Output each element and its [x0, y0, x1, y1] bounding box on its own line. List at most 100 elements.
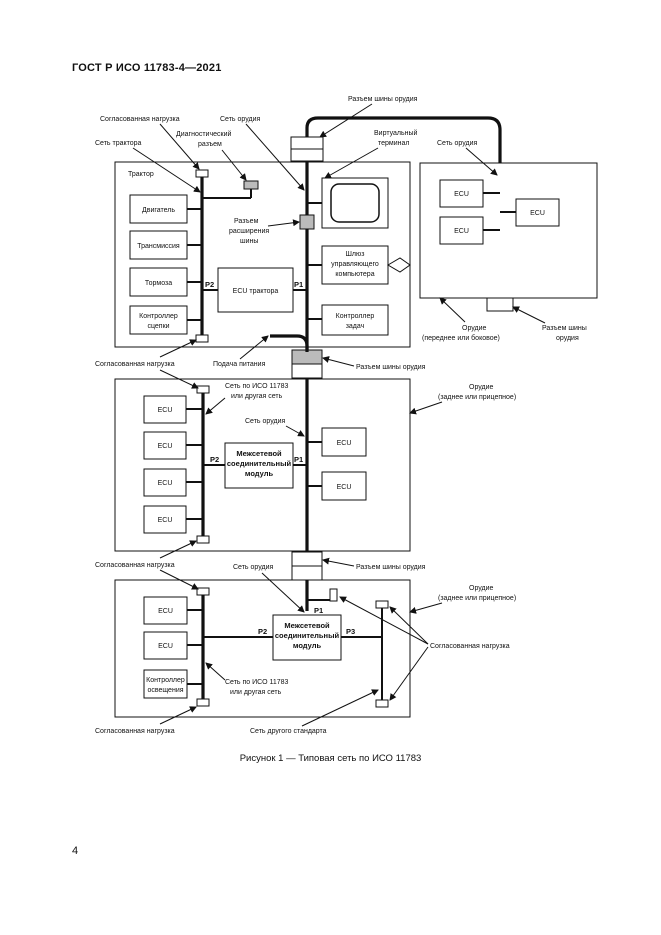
svg-text:Контроллер: Контроллер	[336, 313, 375, 320]
tractor-terminator-bottom	[195, 334, 209, 343]
svg-text:Межсетевой: Межсетевой	[236, 449, 282, 458]
svg-text:ECU: ECU	[158, 407, 173, 414]
label-middle-title-1: Орудие	[469, 384, 494, 391]
extension-bus-connector	[299, 214, 315, 230]
label-vt-1: Виртуальный	[374, 129, 418, 137]
virtual-terminal	[321, 177, 389, 229]
diagnostic-connector	[243, 180, 259, 190]
label-impl-network-top: Сеть орудия	[220, 116, 260, 123]
bottom-p1-label: P1	[314, 606, 323, 615]
middle-ecu-4: ECU	[143, 505, 187, 534]
middle-ecu-3: ECU	[143, 468, 187, 497]
svg-text:ECU: ECU	[530, 210, 545, 217]
label-bus-connector-top: Разъем шины орудия	[348, 96, 418, 103]
svg-text:ECU: ECU	[158, 443, 173, 450]
label-tractor-network: Сеть трактора	[95, 140, 142, 147]
label-front-implement-2: (переднее или боковое)	[422, 334, 500, 342]
svg-text:ECU: ECU	[158, 480, 173, 487]
label-matched-load-top: Согласованная нагрузка	[100, 116, 180, 123]
label-matched-load-3: Согласованная нагрузка	[95, 562, 175, 569]
gateway-computer: Шлюз управляющего компьютера	[321, 245, 389, 285]
middle-ecu-1: ECU	[143, 395, 187, 424]
tractor-hitch-controller: Контроллер сцепки	[129, 305, 188, 335]
svg-text:управляющего: управляющего	[331, 261, 379, 268]
label-other-standard: Сеть другого стандарта	[250, 728, 327, 735]
tractor-title: Трактор	[128, 171, 154, 178]
svg-text:сцепки: сцепки	[147, 323, 169, 330]
label-middle-iso-2: или другая сеть	[231, 393, 283, 400]
middle-p2-label: P2	[210, 455, 219, 464]
page-number: 4	[72, 845, 79, 857]
label-diagnostic-1: Диагностический	[176, 130, 231, 138]
task-controller: Контроллер задач	[321, 304, 389, 336]
bus-connector-tractor-rear	[291, 349, 323, 365]
label-bottom-title-1: Орудие	[469, 585, 494, 592]
svg-text:модуль: модуль	[293, 641, 322, 650]
svg-text:ECU: ECU	[454, 228, 469, 235]
bottom-terminator-p1	[329, 588, 338, 602]
bottom-p2-label: P2	[258, 627, 267, 636]
label-bottom-iso-1: Сеть по ИСО 11783	[225, 679, 289, 686]
front-implement-ecu-1: ECU	[439, 179, 484, 208]
bottom-ecu-2: ECU	[143, 631, 188, 660]
bottom-p3-label: P3	[346, 627, 355, 636]
svg-text:ECU трактора: ECU трактора	[233, 288, 279, 295]
middle-ecu-right-1: ECU	[321, 427, 367, 457]
label-bottom-iso-2: или другая сеть	[230, 689, 282, 696]
tractor-transmission-ecu: Трансмиссия	[129, 230, 188, 260]
svg-text:модуль: модуль	[245, 469, 274, 478]
label-power-supply: Подача питания	[213, 361, 266, 368]
label-matched-loads-right: Согласованная нагрузка	[430, 643, 510, 650]
tractor-ecu: ECU трактора	[217, 267, 294, 313]
label-matched-load-2: Согласованная нагрузка	[95, 361, 175, 368]
label-bus-connector-1: Разъем шины орудия	[356, 364, 426, 371]
middle-ecu-2: ECU	[143, 431, 187, 460]
figure-caption: Рисунок 1 — Типовая сеть по ИСО 11783	[239, 753, 422, 764]
bottom-ecu-1: ECU	[143, 596, 188, 625]
label-impl-network-front: Сеть орудия	[437, 140, 477, 147]
label-ext-3: шины	[240, 238, 258, 245]
front-implement-bus-connector	[486, 297, 514, 312]
bottom-lighting-controller: Контроллер освещения	[143, 669, 188, 699]
label-diagnostic-2: разъем	[198, 141, 222, 148]
label-middle-impl-network: Сеть орудия	[245, 418, 285, 425]
bottom-interconnect-module: Межсетевой соединительный модуль	[272, 614, 342, 661]
svg-text:Контроллер: Контроллер	[146, 677, 185, 684]
label-bottom-title-2: (заднее или прицепное)	[438, 595, 516, 602]
tractor-terminator-top	[195, 169, 209, 178]
svg-text:Шлюз: Шлюз	[346, 251, 365, 258]
svg-text:освещения: освещения	[147, 687, 183, 694]
label-vt-2: терминал	[378, 140, 409, 147]
tractor-brakes-ecu: Тормоза	[129, 267, 188, 297]
label-ext-2: расширения	[229, 228, 269, 235]
label-bottom-impl-network: Сеть орудия	[233, 564, 273, 571]
document-header: ГОСТ Р ИСО 11783-4—2021	[72, 62, 222, 74]
label-matched-load-4: Согласованная нагрузка	[95, 728, 175, 735]
svg-text:Трансмиссия: Трансмиссия	[137, 243, 180, 250]
label-middle-iso-1: Сеть по ИСО 11783	[225, 383, 289, 390]
svg-text:Межсетевой: Межсетевой	[284, 621, 330, 630]
svg-text:ECU: ECU	[158, 608, 173, 615]
svg-text:компьютера: компьютера	[335, 271, 374, 278]
tractor-engine-ecu: Двигатель	[129, 194, 188, 224]
svg-text:Двигатель: Двигатель	[142, 207, 175, 214]
label-bus-connector-2: Разъем шины орудия	[356, 564, 426, 571]
label-front-bus-2: орудия	[556, 335, 579, 342]
middle-p1-label: P1	[294, 455, 303, 464]
svg-text:соединительный: соединительный	[275, 631, 340, 640]
svg-text:соединительный: соединительный	[227, 459, 292, 468]
svg-text:ECU: ECU	[454, 191, 469, 198]
bus-connector-middle-rear	[291, 551, 323, 567]
front-implement-ecu-3: ECU	[515, 198, 560, 227]
svg-text:задач: задач	[346, 323, 365, 330]
middle-interconnect-module: Межсетевой соединительный модуль	[224, 442, 294, 489]
tractor-p2-label: P2	[205, 280, 214, 289]
label-middle-title-2: (заднее или прицепное)	[438, 394, 516, 401]
middle-ecu-right-2: ECU	[321, 471, 367, 501]
front-implement-ecu-2: ECU	[439, 216, 484, 245]
svg-text:Контроллер: Контроллер	[139, 313, 178, 320]
label-ext-1: Разъем	[234, 218, 259, 225]
tractor-p1-label: P1	[294, 280, 303, 289]
label-front-implement-1: Орудие	[462, 325, 487, 332]
